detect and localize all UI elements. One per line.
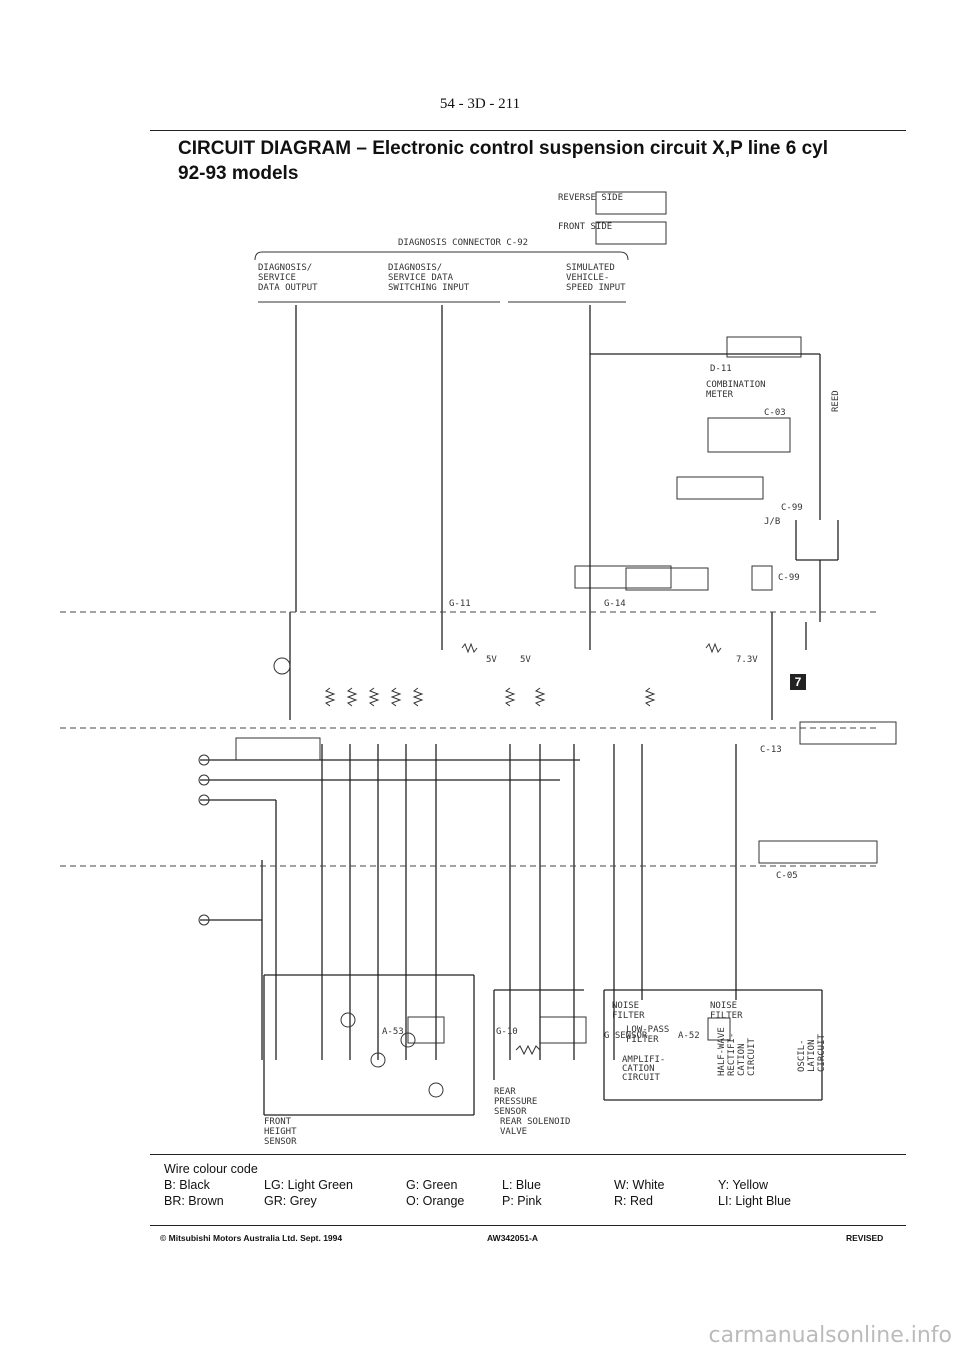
jb-label: J/B [764, 517, 780, 527]
front-height-2: HEIGHT [264, 1127, 297, 1137]
combination-meter-1: COMBINATION [706, 380, 766, 390]
legend-cell: W: White [614, 1178, 665, 1192]
g11-label: G-11 [449, 599, 471, 609]
diag-out-2: SERVICE [258, 273, 296, 283]
noise-filter-3: NOISE [710, 1001, 737, 1011]
c99-label: C-99 [778, 573, 800, 583]
legend-row-1: B: Black LG: Light Green G: Green L: Blu… [164, 1177, 818, 1193]
reverse-side-label: REVERSE SIDE [558, 193, 623, 203]
g10-label: G-10 [496, 1027, 518, 1037]
reed-label: REED [831, 390, 841, 412]
diag-out-3: DATA OUTPUT [258, 283, 318, 293]
oscillation-2: LATION [807, 1039, 817, 1072]
half-wave-2: RECTIFI- [727, 1033, 737, 1076]
diag-switch-1: DIAGNOSIS/ [388, 263, 442, 273]
rear-solenoid-2: VALVE [500, 1127, 527, 1137]
copyright: © Mitsubishi Motors Australia Ltd. Sept.… [160, 1233, 343, 1243]
combination-meter-2: METER [706, 390, 734, 400]
diag-switch-2: SERVICE DATA [388, 273, 454, 283]
legend-cell: L: Blue [502, 1178, 541, 1192]
front-height-3: SENSOR [264, 1137, 297, 1147]
legend-heading: Wire colour code [164, 1162, 258, 1176]
section-badge: 7 [790, 674, 806, 690]
sim-speed-3: SPEED INPUT [566, 283, 626, 293]
subtitle-line: 92-93 models [178, 163, 299, 184]
footer-rule [150, 1225, 906, 1226]
amplification-1: AMPLIFI- [622, 1055, 665, 1065]
legend-cell: P: Pink [502, 1194, 542, 1208]
a53-label: A-53 [382, 1027, 404, 1037]
half-wave-4: CIRCUIT [747, 1037, 757, 1076]
half-wave-3: CATION [737, 1043, 747, 1076]
diag-connector-label: DIAGNOSIS CONNECTOR C-92 [398, 238, 528, 248]
g-sensor-label: G SENSOR [604, 1031, 648, 1041]
c99-top-label: C-99 [781, 503, 803, 513]
noise-filter-4: FILTER [710, 1011, 743, 1021]
legend-cell: R: Red [614, 1194, 653, 1208]
rear-pressure-3: SENSOR [494, 1107, 527, 1117]
legend-rule [150, 1154, 906, 1155]
legend-row-2: BR: Brown GR: Grey O: Orange P: Pink R: … [164, 1193, 818, 1209]
amplification-2: CATION [622, 1064, 655, 1074]
page-number: 54 - 3D - 211 [439, 96, 521, 112]
diag-out-1: DIAGNOSIS/ [258, 263, 312, 273]
a52-label: A-52 [678, 1031, 700, 1041]
7v3-label: 7.3V [736, 655, 758, 665]
front-side-label: FRONT SIDE [558, 222, 612, 232]
oscillation-3: CIRCUIT [817, 1033, 827, 1072]
rear-pressure-2: PRESSURE [494, 1097, 537, 1107]
legend-cell: LI: Light Blue [718, 1194, 791, 1208]
amplification-3: CIRCUIT [622, 1073, 661, 1083]
front-connector [595, 221, 667, 245]
legend-cell: GR: Grey [264, 1194, 317, 1208]
connector-symbols [235, 191, 897, 1044]
sim-speed-2: VEHICLE- [566, 273, 609, 283]
legend-cell: LG: Light Green [264, 1178, 353, 1192]
c05-label: C-05 [776, 871, 798, 881]
page-title: CIRCUIT DIAGRAM – Electronic control sus… [178, 136, 898, 186]
d11-label: D-11 [710, 364, 732, 374]
title-line: CIRCUIT DIAGRAM – Electronic control sus… [178, 138, 829, 159]
legend-cell: G: Green [406, 1178, 458, 1192]
c13-label: C-13 [760, 745, 782, 755]
5v-label-a: 5V [486, 655, 497, 665]
revision-status: REVISED [846, 1233, 884, 1243]
noise-filter-2: FILTER [612, 1011, 645, 1021]
front-height-1: FRONT [264, 1117, 292, 1127]
rear-pressure-1: REAR [494, 1087, 516, 1097]
c03-label: C-03 [764, 408, 786, 418]
noise-filter-1: NOISE [612, 1001, 639, 1011]
reverse-connector [595, 191, 667, 215]
g14-label: G-14 [604, 599, 626, 609]
legend-cell: O: Orange [406, 1194, 465, 1208]
watermark: carmanualsonline.info [708, 1323, 952, 1348]
doc-code: AW342051-A [487, 1233, 539, 1243]
wire-colour-legend: Wire colour code B: Black LG: Light Gree… [164, 1161, 818, 1209]
sim-speed-1: SIMULATED [566, 263, 615, 273]
oscillation-1: OSCIL- [797, 1039, 807, 1072]
legend-cell: BR: Brown [164, 1194, 224, 1208]
rear-solenoid-1: REAR SOLENOID [500, 1117, 570, 1127]
5v-label-b: 5V [520, 655, 531, 665]
legend-cell: B: Black [164, 1178, 210, 1192]
half-wave-1: HALF-WAVE [717, 1027, 727, 1076]
low-pass-2: FILTER [626, 1035, 659, 1045]
top-rule [150, 130, 906, 131]
wires [200, 305, 839, 1116]
diag-switch-3: SWITCHING INPUT [388, 283, 470, 293]
legend-cell: Y: Yellow [718, 1178, 769, 1192]
low-pass-1: LOW-PASS [626, 1025, 669, 1035]
